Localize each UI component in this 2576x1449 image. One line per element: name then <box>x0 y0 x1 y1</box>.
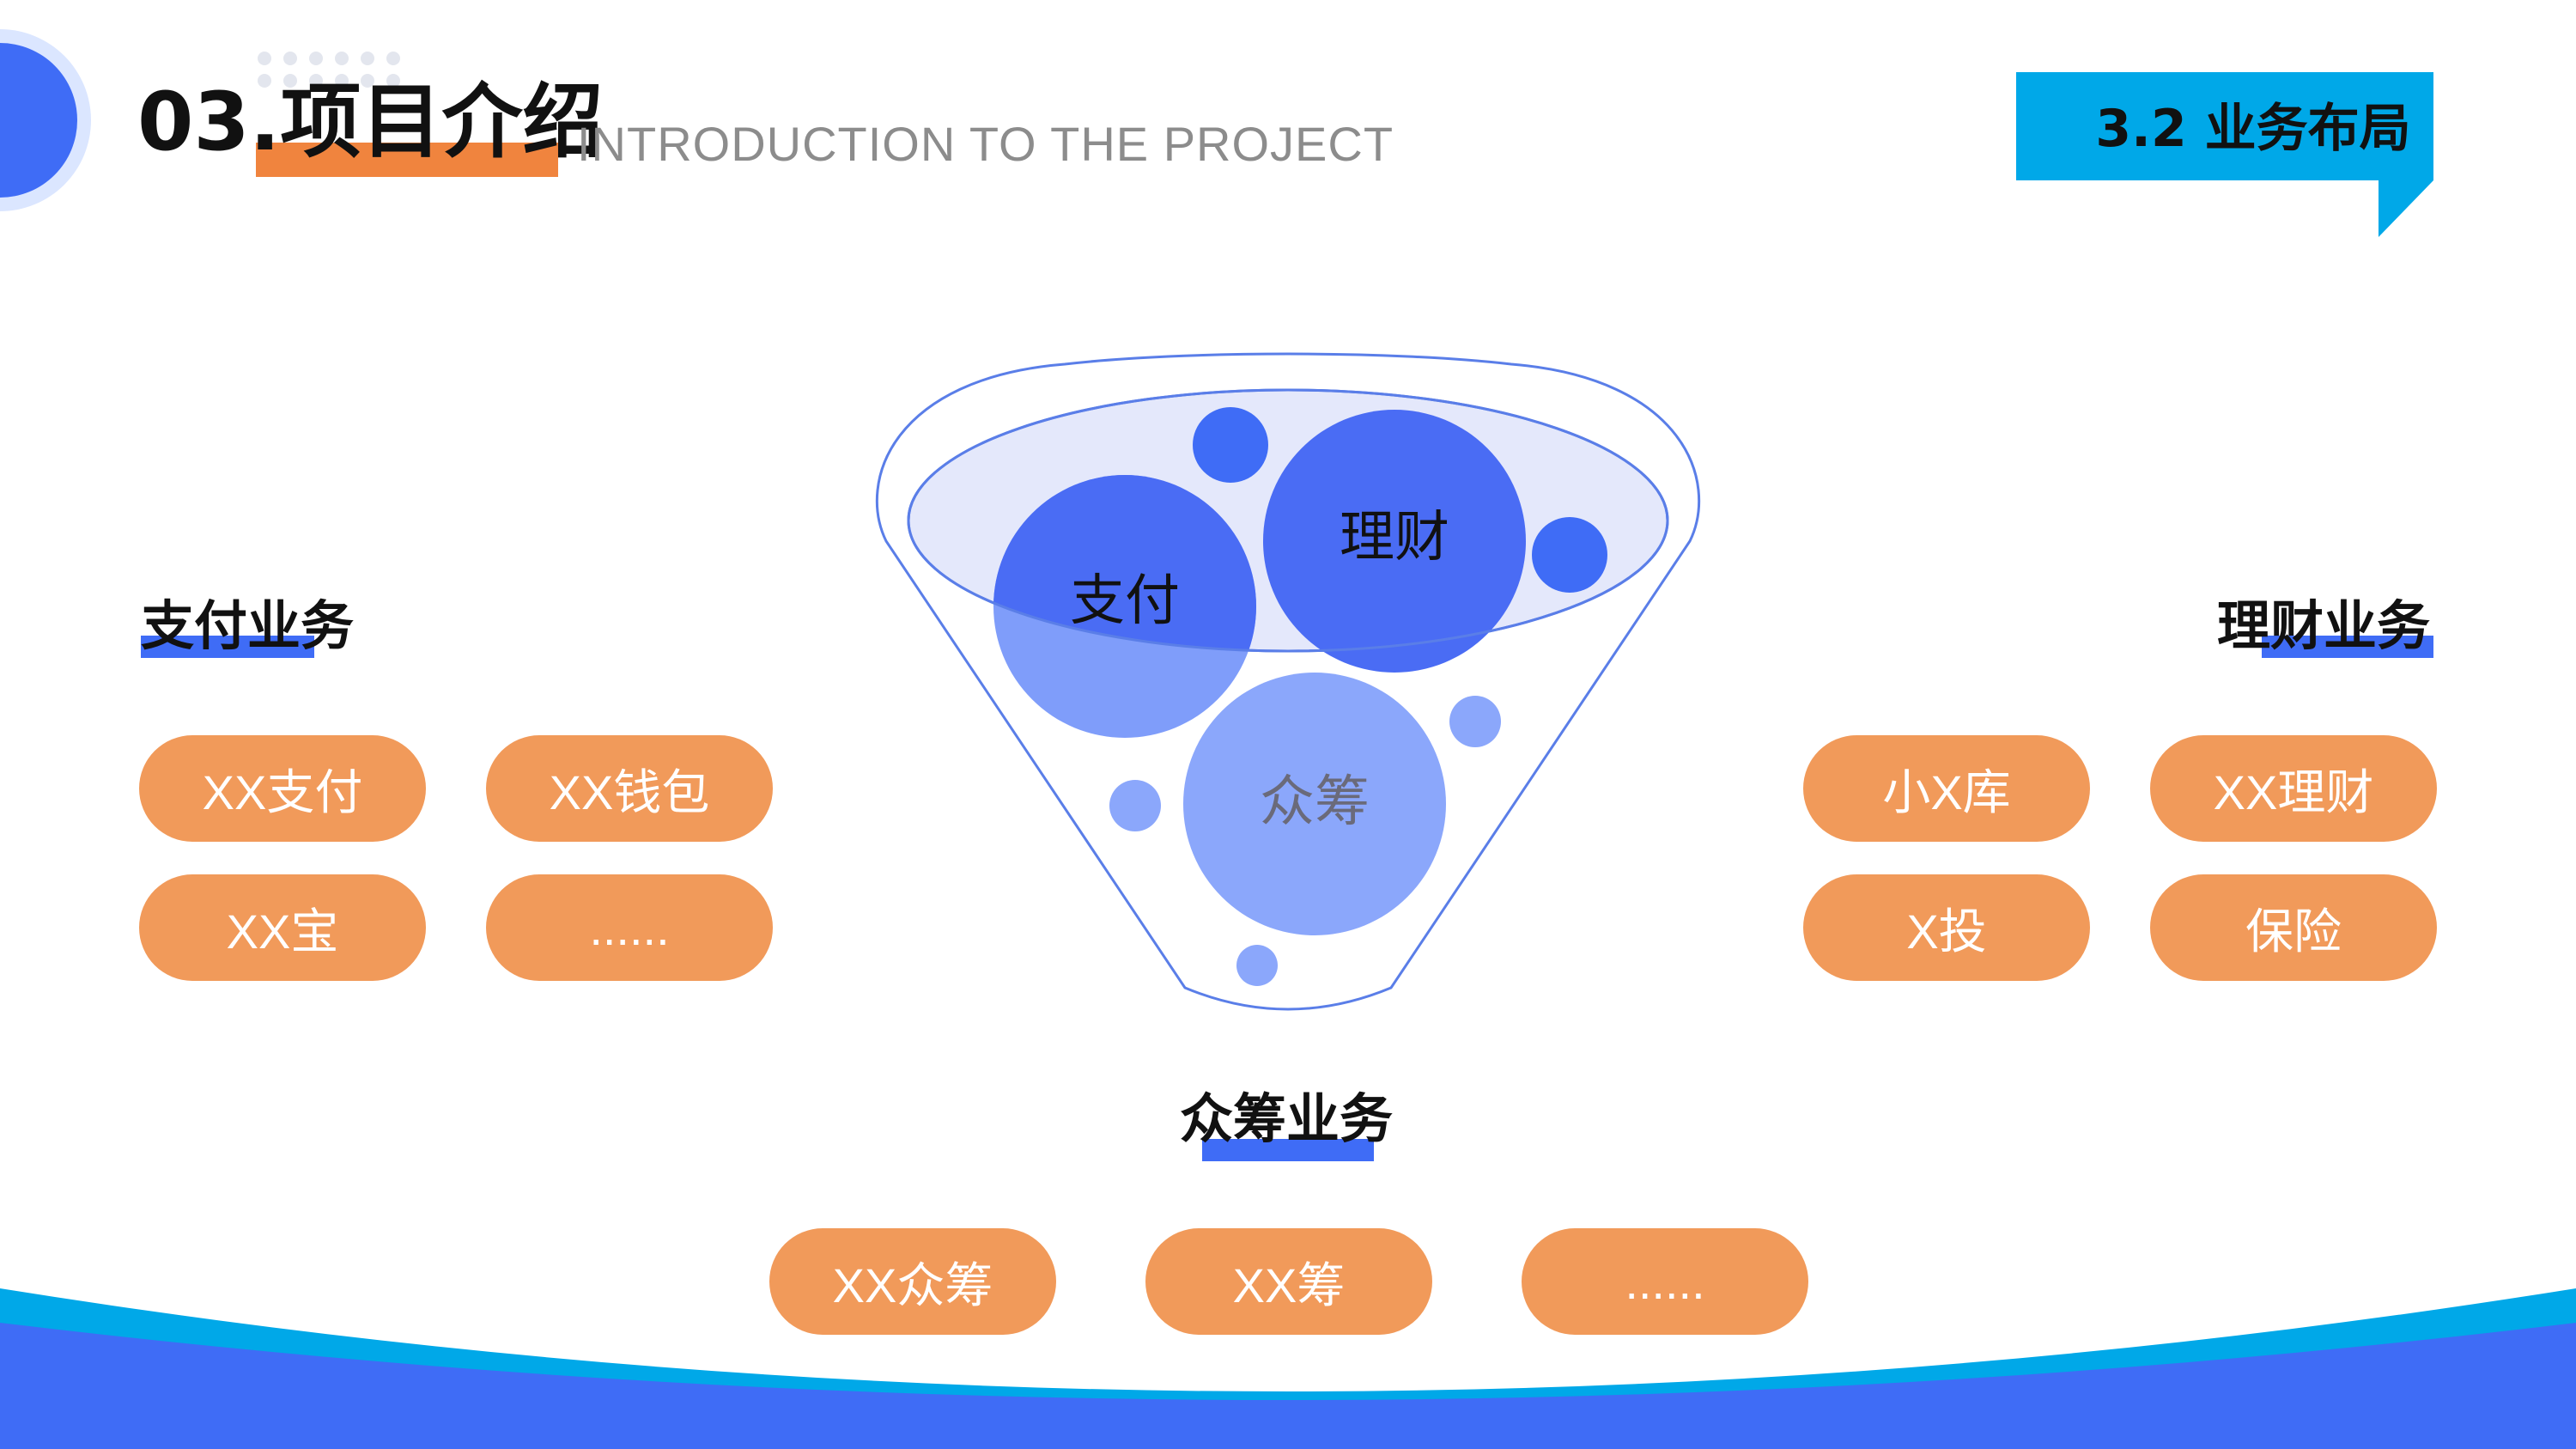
finance-item[interactable]: 保险 <box>2150 874 2437 981</box>
section-label: 3.2 业务布局 <box>2095 99 2411 159</box>
small-bubble <box>1449 696 1501 747</box>
bottom-wave-blue <box>0 1323 2576 1449</box>
finance-item[interactable]: XX理财 <box>2150 735 2437 842</box>
crowdfunding-title-underline <box>1202 1139 1374 1161</box>
finance-category-title: 理财业务 <box>2217 594 2431 657</box>
page-title: 03.项目介绍 <box>137 76 604 169</box>
finance-item[interactable]: 小X库 <box>1803 735 2090 842</box>
bubble-label-payment: 支付 <box>1070 569 1180 633</box>
payment-category-title: 支付业务 <box>141 594 355 657</box>
bubble-finance <box>1263 410 1526 673</box>
small-bubble <box>1236 945 1278 986</box>
payment-item[interactable]: XX宝 <box>139 874 426 981</box>
corner-circle <box>0 43 77 198</box>
small-bubble <box>1109 780 1161 831</box>
bubble-crowdfunding <box>1183 673 1446 935</box>
finance-title-underline <box>2262 636 2433 658</box>
crowdfunding-item[interactable]: XX众筹 <box>769 1228 1056 1335</box>
page-subtitle: INTRODUCTION TO THE PROJECT <box>577 117 1394 171</box>
section-tag <box>2016 72 2433 237</box>
bubble-payment-upper <box>993 475 1256 651</box>
payment-item[interactable]: ...... <box>486 874 773 981</box>
crowdfunding-item[interactable]: ...... <box>1522 1228 1808 1335</box>
small-bubble <box>1193 407 1268 483</box>
dot-grid <box>258 52 400 88</box>
bubble-label-finance: 理财 <box>1340 506 1449 569</box>
payment-item[interactable]: XX钱包 <box>486 735 773 842</box>
payment-title-underline <box>141 636 314 658</box>
title-underline <box>256 143 558 177</box>
crowdfunding-category-title: 众筹业务 <box>1180 1087 1394 1150</box>
bubble-label-crowdfunding: 众筹 <box>1260 770 1370 834</box>
finance-item[interactable]: X投 <box>1803 874 2090 981</box>
small-bubble <box>1532 517 1607 593</box>
crowdfunding-item[interactable]: XX筹 <box>1145 1228 1432 1335</box>
payment-item[interactable]: XX支付 <box>139 735 426 842</box>
